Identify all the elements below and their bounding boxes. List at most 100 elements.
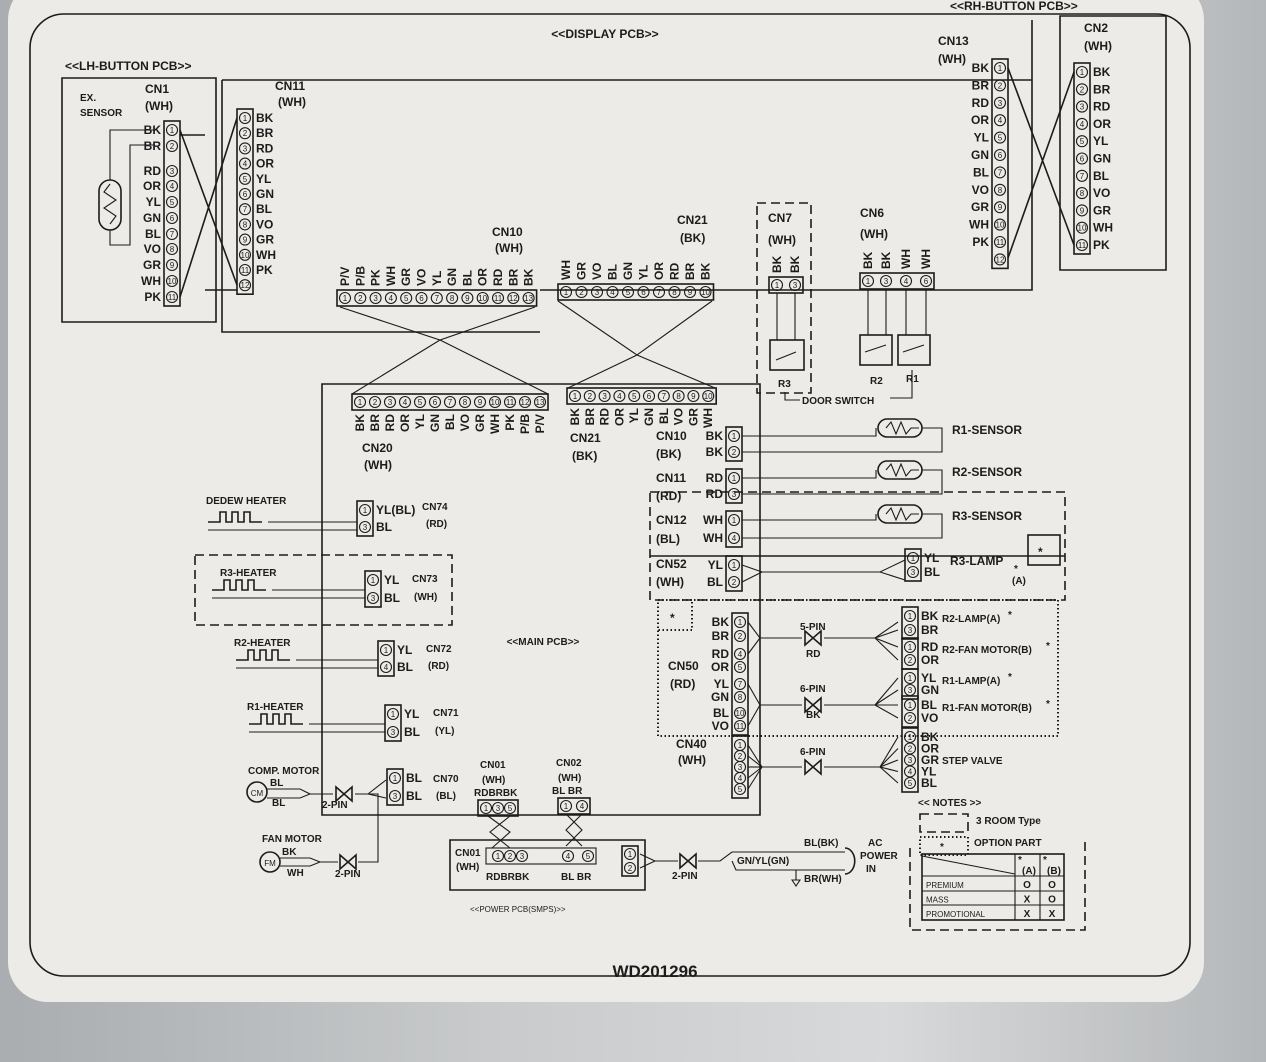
table-cell-b: X xyxy=(1049,909,1056,920)
cn01-wires: RDBRBK xyxy=(474,788,518,799)
pin-number: 9 xyxy=(478,398,483,407)
pin-circle xyxy=(522,291,535,305)
pin-number: 1 xyxy=(998,64,1003,73)
power-wire xyxy=(639,851,845,871)
pin-circle xyxy=(903,671,917,685)
pin-number: 1 xyxy=(738,618,743,627)
wire-color-label: BL xyxy=(1093,169,1109,183)
main-cn52-name: CN52 xyxy=(656,557,687,571)
pin-number: 1 xyxy=(908,643,913,652)
pin-circle xyxy=(906,551,920,565)
wire-color-label: BL xyxy=(443,414,457,430)
wire-color-label: GN xyxy=(621,262,635,280)
power-out-connector xyxy=(621,845,639,877)
pin-number: 3 xyxy=(388,398,393,407)
wire-color-label: YL xyxy=(404,707,419,721)
pin-number: 1 xyxy=(496,852,501,861)
pin-number: 1 xyxy=(564,802,569,811)
wire-color-label: BL xyxy=(376,520,392,534)
wire-color-label: P/B xyxy=(353,266,367,286)
wire-color-label: VO xyxy=(921,711,938,725)
cn11-connector xyxy=(236,108,254,295)
pin-circle xyxy=(993,218,1007,231)
pin-number: 8 xyxy=(463,398,468,407)
wire-color-label: P/B xyxy=(518,414,532,434)
pin-number: 1 xyxy=(564,288,569,297)
6-pin-color: BK xyxy=(806,710,821,721)
sensor-wire xyxy=(109,129,155,246)
fan-motor-label: FAN MOTOR xyxy=(262,834,323,845)
sensor-wire xyxy=(742,513,943,539)
pin-number: 2 xyxy=(738,632,743,641)
comp-2pin-label: 2-PIN xyxy=(322,800,348,811)
pin-circle xyxy=(598,389,611,403)
power-cn01-wires: RDBRBK xyxy=(486,872,530,883)
table-row-name: MASS xyxy=(926,896,949,905)
wire-color-label: BL xyxy=(921,776,937,790)
pin-circle xyxy=(637,285,650,299)
pin-number: 7 xyxy=(662,392,667,401)
pin-circle xyxy=(1075,169,1089,182)
wire-color-label: YL(BL) xyxy=(376,503,415,517)
r2-fan-motor-label: R2-FAN MOTOR(B) xyxy=(942,645,1032,656)
sensor-wire xyxy=(742,469,943,495)
harness-cn1-cn11 xyxy=(179,117,238,298)
ac-label: POWER xyxy=(860,851,899,862)
harness-cn10-cn20 xyxy=(339,306,549,395)
wire-color-label: P/V xyxy=(338,267,352,286)
wire-color-label: GR xyxy=(575,262,589,280)
pin-circle xyxy=(1075,117,1089,130)
pin-circle xyxy=(993,96,1007,109)
main-cn40-color: (WH) xyxy=(678,753,706,767)
harness-cn13-cn2 xyxy=(1007,67,1075,259)
pin-number: 9 xyxy=(170,261,175,270)
pin-circle xyxy=(165,227,179,241)
pin-circle xyxy=(575,799,589,813)
cn71-connector xyxy=(384,704,402,742)
harness-cn21-cn21 xyxy=(557,300,716,389)
pin-number: 13 xyxy=(536,398,545,407)
wire-color-label: BK xyxy=(712,615,730,629)
option-part-label: OPTION PART xyxy=(974,838,1042,849)
pin-number: 4 xyxy=(566,852,571,861)
wire-color-label: VO xyxy=(672,408,686,425)
comp-motor-label: COMP. MOTOR xyxy=(248,766,320,777)
wire-color-label: RD xyxy=(706,487,724,501)
pin-circle xyxy=(733,615,747,629)
pin-number: 8 xyxy=(738,693,743,702)
ex-sensor-label: EX. xyxy=(80,93,96,104)
wire-bundle xyxy=(747,766,763,779)
wire-color-label: BK xyxy=(699,262,713,280)
wire-color-label: VO xyxy=(256,217,273,231)
display-cn21-color: (BK) xyxy=(680,231,705,245)
pin-number: 10 xyxy=(704,392,713,401)
dedew-heater-label: DEDEW HEATER xyxy=(206,496,287,507)
wire-color-label: GR xyxy=(1093,203,1111,217)
table-row-name: PREMIUM xyxy=(926,881,964,890)
wire-color-label: WH xyxy=(559,260,573,280)
pin-circle xyxy=(507,291,520,305)
r1-fan-motor-label: R1-FAN MOTOR(B) xyxy=(942,703,1032,714)
wire-color-label: RD xyxy=(256,141,274,155)
cn6-wire xyxy=(867,289,927,335)
heater-wire xyxy=(212,589,365,599)
wire-color-label: GN xyxy=(711,690,729,704)
pin-number: 4 xyxy=(1080,120,1085,129)
pin-number: 1 xyxy=(775,281,780,290)
wire-color-label: WH xyxy=(703,531,723,545)
pin-circle xyxy=(165,179,179,193)
pin-circle xyxy=(165,139,179,153)
pin-circle xyxy=(1075,204,1089,217)
door-switch-r2-icon xyxy=(859,334,893,366)
pin-circle xyxy=(383,395,397,409)
pin-number: 12 xyxy=(241,281,250,290)
main-pcb-box xyxy=(321,383,761,816)
plug-connector-icon xyxy=(335,785,353,803)
5-pin-label: 5-PIN xyxy=(800,622,826,633)
r1-lamp-label: R1-LAMP(A) xyxy=(942,676,1000,687)
table-cell-b: O xyxy=(1048,895,1056,906)
pin-number: 5 xyxy=(738,785,743,794)
cm-symbol: CM xyxy=(251,789,264,798)
main-cn20-color: (WH) xyxy=(364,458,392,472)
